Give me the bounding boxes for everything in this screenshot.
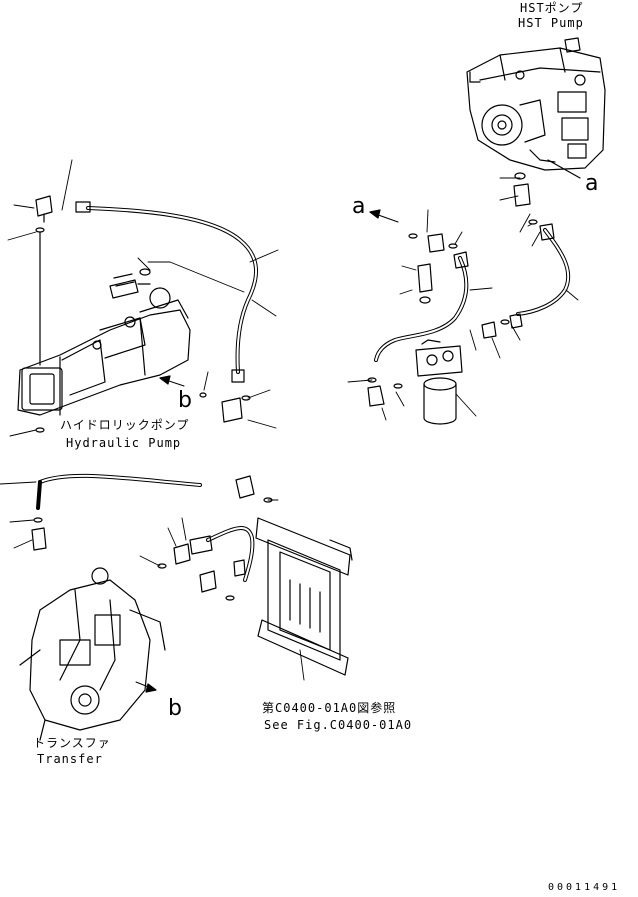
oil-cooler	[255, 517, 353, 676]
ref-a-upper: a	[585, 171, 599, 196]
transfer-label-en: Transfer	[37, 752, 103, 766]
reference-arrows	[135, 209, 399, 693]
transfer-label-jp: トランスファ	[33, 736, 111, 750]
see-fig-label-en: See Fig.C0400-01A0	[264, 718, 413, 732]
hydraulic-pump	[17, 279, 191, 416]
hydraulic-pump-label-jp: ハイドロリックポンプ	[60, 418, 190, 432]
hydraulic-pump-label-en: Hydraulic Pump	[66, 436, 182, 450]
ref-b-lower: b	[168, 696, 182, 721]
hoses	[36, 206, 571, 582]
drawing-number: 00011491	[548, 882, 621, 893]
line-filter	[415, 339, 463, 425]
leader-lines	[0, 159, 579, 681]
ref-a-mid: a	[352, 194, 366, 219]
fittings	[31, 172, 555, 601]
hst-pump	[466, 37, 606, 179]
ref-b-mid: b	[178, 388, 192, 413]
hst-pump-label-en: HST Pump	[518, 16, 584, 30]
hst-pump-label-jp: HSTポンプ	[520, 1, 584, 15]
see-fig-label-jp: 第C0400-01A0図参照	[262, 701, 397, 715]
transfer	[19, 567, 166, 741]
